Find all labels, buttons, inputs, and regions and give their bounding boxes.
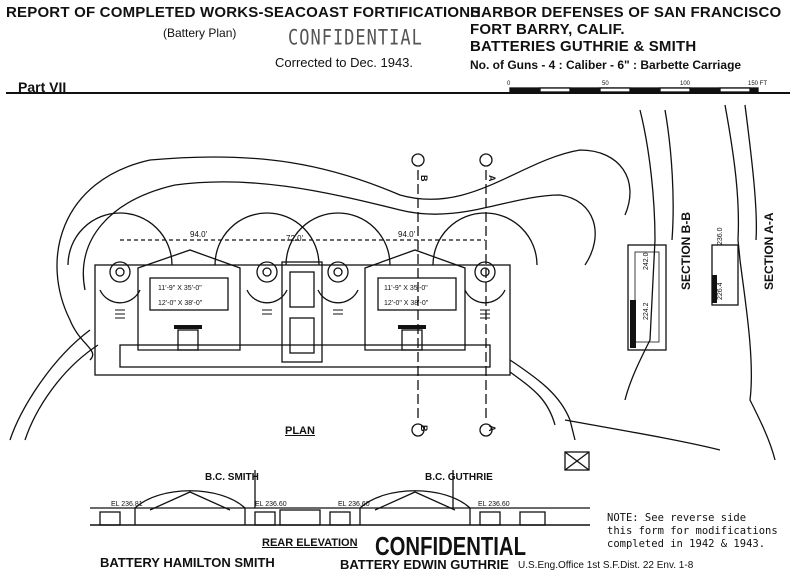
elev-224: 224.2 — [643, 302, 650, 320]
section-marker-b-bottom: B — [419, 425, 429, 432]
rear-elevation — [90, 470, 590, 526]
magazine-right — [364, 249, 466, 351]
scale-bar — [509, 87, 759, 93]
dimension-2: 72.0' — [286, 234, 304, 243]
scale-tick-50: 50 — [602, 81, 609, 87]
room-label-1: 11'-9" X 35'-0" — [158, 285, 202, 292]
plan-label: PLAN — [285, 425, 315, 437]
contour-outer-left — [56, 159, 151, 361]
elev-tag-3: EL 236.60 — [338, 501, 370, 508]
road-left-1 — [9, 329, 91, 441]
elev-tag-4: EL 236.60 — [478, 501, 510, 508]
central-block — [281, 261, 323, 363]
section-a-label: SECTION A-A — [762, 212, 776, 290]
scale-tick-150: 150 FT — [748, 81, 767, 87]
battery-outline — [94, 264, 511, 376]
part-label: Part VII — [18, 79, 67, 95]
bc-guthrie-label: B.C. GUTHRIE — [425, 472, 493, 483]
report-title: REPORT OF COMPLETED WORKS-SEACOAST FORTI… — [6, 4, 481, 21]
elev-236: 236.0 — [717, 227, 724, 245]
harbor-defenses-title: HARBOR DEFENSES OF SAN FRANCISCO — [470, 4, 782, 21]
note-line-1: NOTE: See reverse side — [607, 512, 747, 524]
room-label-3: 11'-9" X 35'-0" — [384, 285, 428, 292]
emplacement-arc-2 — [214, 212, 320, 266]
note-line-3: completed in 1942 & 1943. — [607, 538, 766, 550]
magazine-left — [137, 249, 241, 351]
battery-plan-subtitle: (Battery Plan) — [163, 26, 237, 40]
room-label-4: 12'-0" X 38'-0" — [384, 300, 429, 307]
road-right — [509, 359, 576, 441]
section-marker-a-bottom: A — [487, 425, 497, 432]
section-bb-hatch — [630, 300, 636, 348]
engineer-office-line: U.S.Eng.Office 1st S.F.Dist. 22 Env. 1-8 — [518, 560, 694, 571]
guns-caliber-line: No. of Guns - 4 : Caliber - 6" : Barbett… — [470, 58, 742, 72]
section-bb — [624, 109, 674, 401]
section-marker-b-top: B — [419, 175, 429, 182]
dimension-3: 94.0' — [398, 230, 416, 239]
contour-inner-top — [174, 181, 596, 266]
elev-tag-1: EL 236.81 — [111, 501, 143, 508]
dimension-1: 94.0' — [190, 230, 208, 239]
section-aa — [711, 104, 776, 461]
confidential-stamp-top: CONFIDENTIAL — [288, 25, 423, 51]
section-marker-a-top: A — [487, 175, 497, 182]
emplacement-arc-1 — [67, 212, 173, 266]
elev-tag-2: EL 236.60 — [255, 501, 287, 508]
scale-tick-100: 100 — [680, 81, 691, 87]
small-structure — [564, 451, 590, 471]
bc-smith-label: B.C. SMITH — [205, 472, 259, 483]
confidential-stamp-bottom: CONFIDENTIAL — [375, 531, 526, 561]
fort-barry-title: FORT BARRY, CALIF. — [470, 21, 625, 38]
note-line-2: this form for modifications — [607, 525, 778, 537]
note-block: NOTE: See reverse side this form for mod… — [607, 512, 778, 551]
section-aa-hatch — [712, 275, 717, 303]
corrected-date: Corrected to Dec. 1943. — [275, 55, 414, 70]
section-b-label: SECTION B-B — [679, 212, 693, 290]
contour-inner-left — [82, 184, 176, 291]
battery-hamilton-smith: BATTERY HAMILTON SMITH — [100, 555, 275, 570]
room-label-2: 12'-0" X 38'-0" — [158, 300, 203, 307]
emplacement-arc-4 — [432, 212, 538, 266]
batteries-title: BATTERIES GUTHRIE & SMITH — [470, 38, 697, 55]
battery-edwin-guthrie: BATTERY EDWIN GUTHRIE — [340, 557, 509, 572]
rear-corridor — [119, 344, 491, 368]
emplacement-arc-3 — [285, 212, 391, 266]
scale-tick-0: 0 — [507, 81, 511, 87]
battery-plan-block — [67, 212, 538, 376]
elev-242: 242.0 — [643, 252, 650, 270]
rear-elevation-label: REAR ELEVATION — [262, 537, 358, 549]
contour-outer-top — [149, 149, 631, 216]
elev-226: 226.4 — [717, 282, 724, 300]
